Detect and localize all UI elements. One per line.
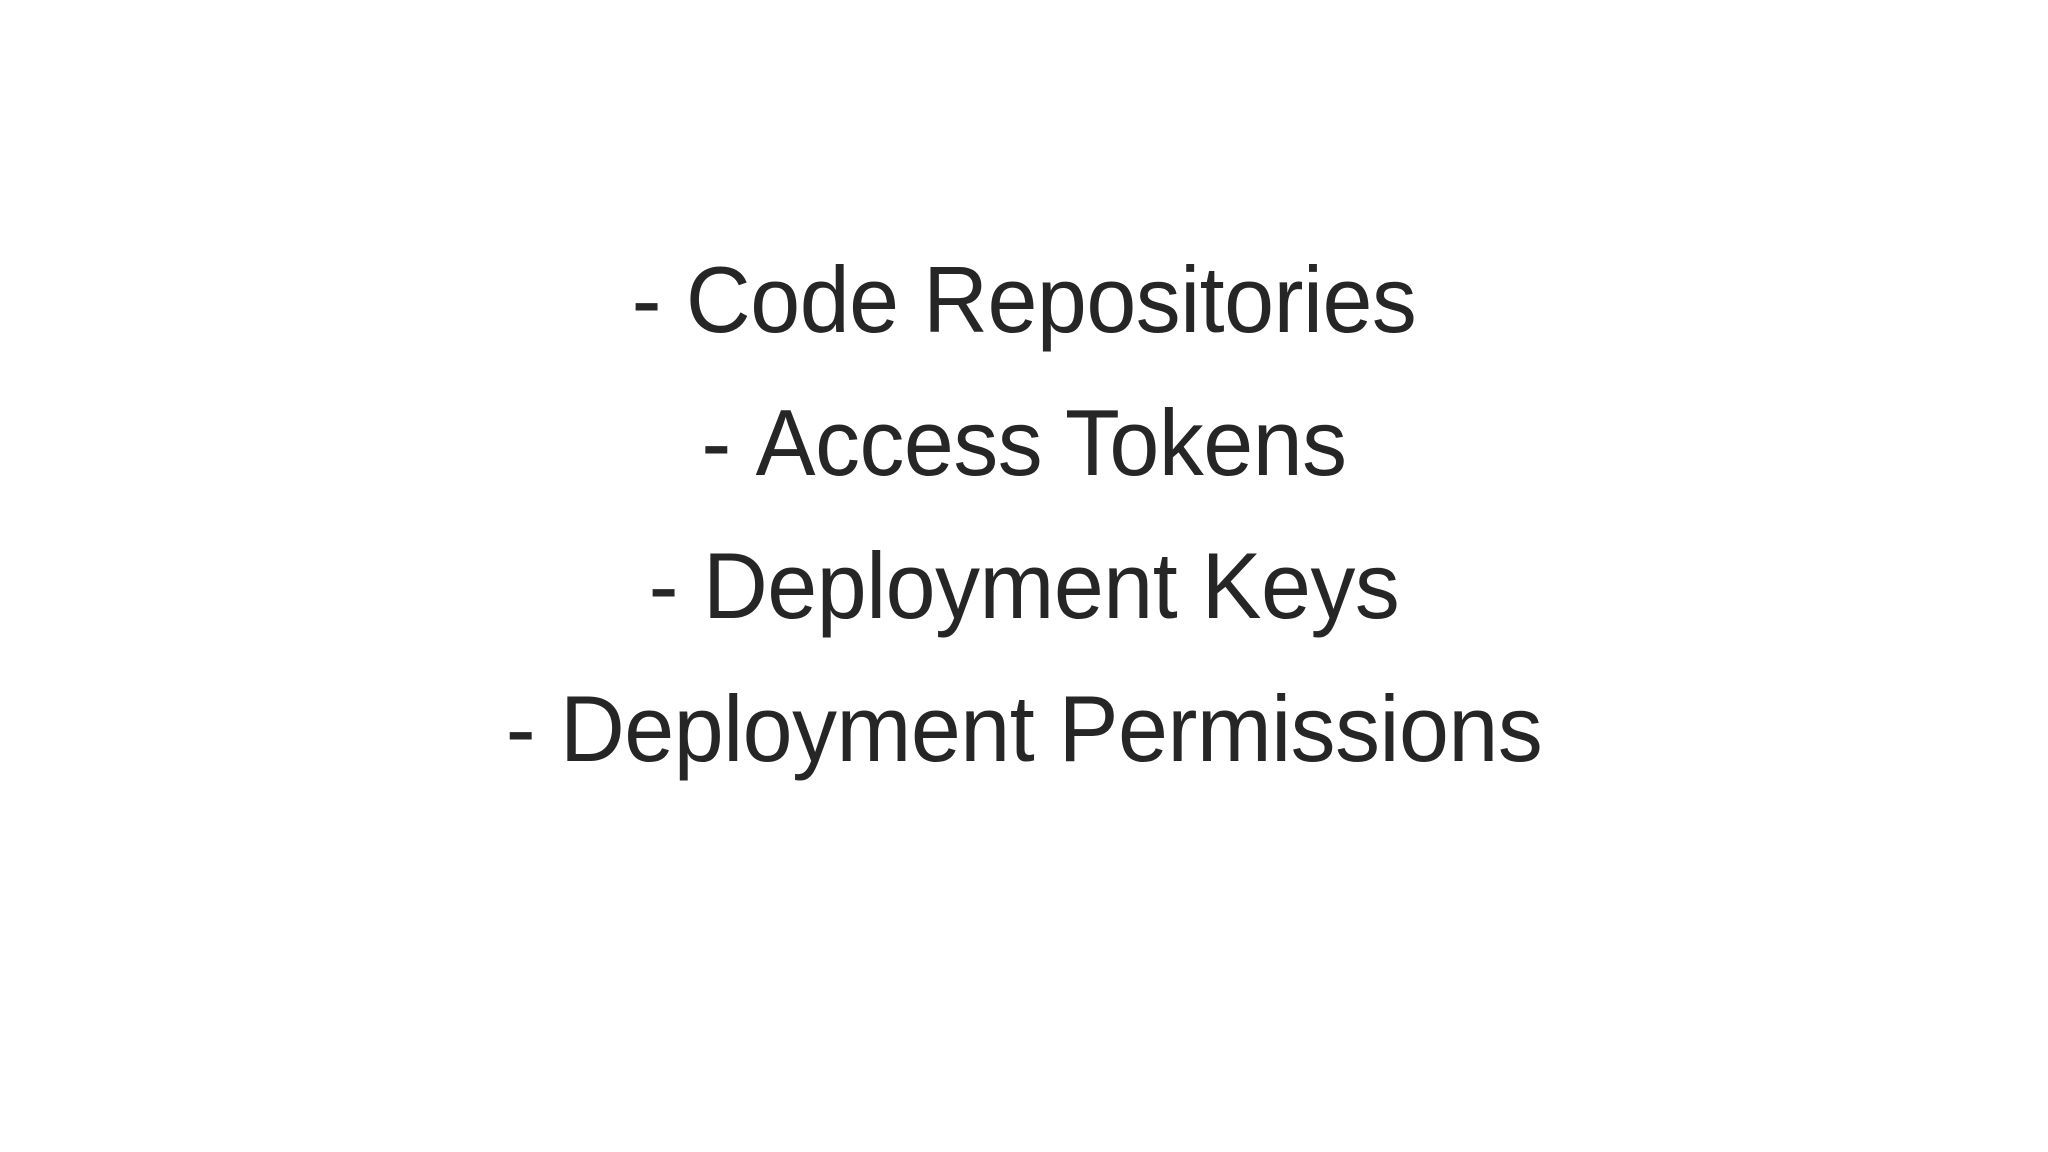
bullet-dash-icon: - (505, 676, 536, 781)
bullet-dash-icon: - (701, 390, 731, 495)
list-item-label: Access Tokens (755, 390, 1347, 495)
bullet-dash-icon: - (631, 247, 662, 352)
list-item-label: Deployment Keys (702, 533, 1400, 638)
list-item: -Deployment Keys (46, 514, 2002, 657)
list-item-label: Code Repositories (685, 247, 1417, 352)
bullet-dash-icon: - (648, 533, 679, 638)
list-item: -Access Tokens (46, 371, 2002, 514)
list-item-label: Deployment Permissions (559, 676, 1543, 781)
list-item: -Deployment Permissions (46, 657, 2002, 800)
list-item: -Code Repositories (46, 228, 2002, 371)
bullet-list: -Code Repositories -Access Tokens -Deplo… (0, 228, 2048, 800)
